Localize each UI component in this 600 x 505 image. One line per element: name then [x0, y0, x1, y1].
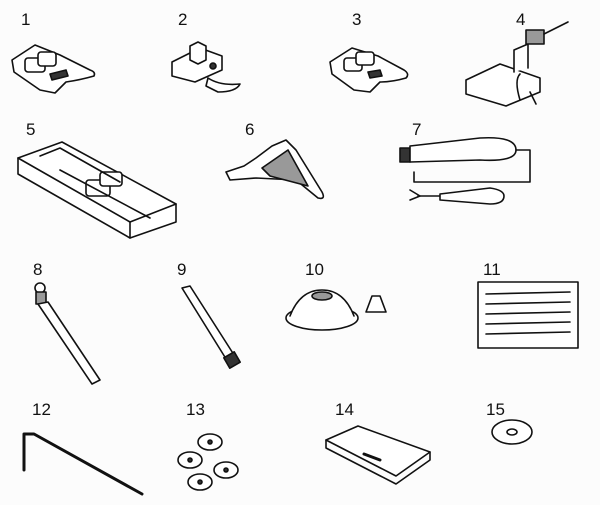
l-screwdriver-icon — [22, 432, 144, 496]
needle-pack-icon — [477, 281, 579, 349]
label-9: 9 — [177, 260, 187, 279]
seam-guide-icon — [225, 139, 325, 200]
buttonhole-slider-foot-icon — [17, 141, 177, 239]
label-3: 3 — [352, 10, 362, 29]
label-15: 15 — [486, 400, 505, 419]
label-11: 11 — [483, 260, 501, 279]
button-sewing-foot-icon — [465, 21, 569, 107]
label-14: 14 — [335, 400, 354, 419]
spool-pin-short-icon — [181, 285, 241, 369]
zigzag-presser-foot-icon — [11, 44, 96, 94]
label-4: 4 — [516, 10, 526, 29]
zipper-foot-icon — [171, 41, 241, 93]
label-8: 8 — [33, 260, 43, 279]
label-13: 13 — [186, 400, 205, 419]
buttonhole-foot-icon — [329, 47, 409, 93]
spool-cap-icon — [285, 289, 387, 331]
label-5: 5 — [26, 120, 36, 139]
label-7: 7 — [412, 120, 422, 139]
label-1: 1 — [21, 10, 31, 29]
label-6: 6 — [245, 120, 255, 139]
label-2: 2 — [178, 10, 188, 29]
spool-pin-icon — [34, 282, 101, 385]
label-10: 10 — [305, 260, 324, 279]
darning-plate-icon — [325, 425, 431, 485]
felt-washer-icon — [491, 419, 533, 445]
label-12: 12 — [32, 400, 51, 419]
brush-and-seam-ripper-icon — [399, 136, 531, 205]
bobbins-icon — [177, 433, 239, 491]
